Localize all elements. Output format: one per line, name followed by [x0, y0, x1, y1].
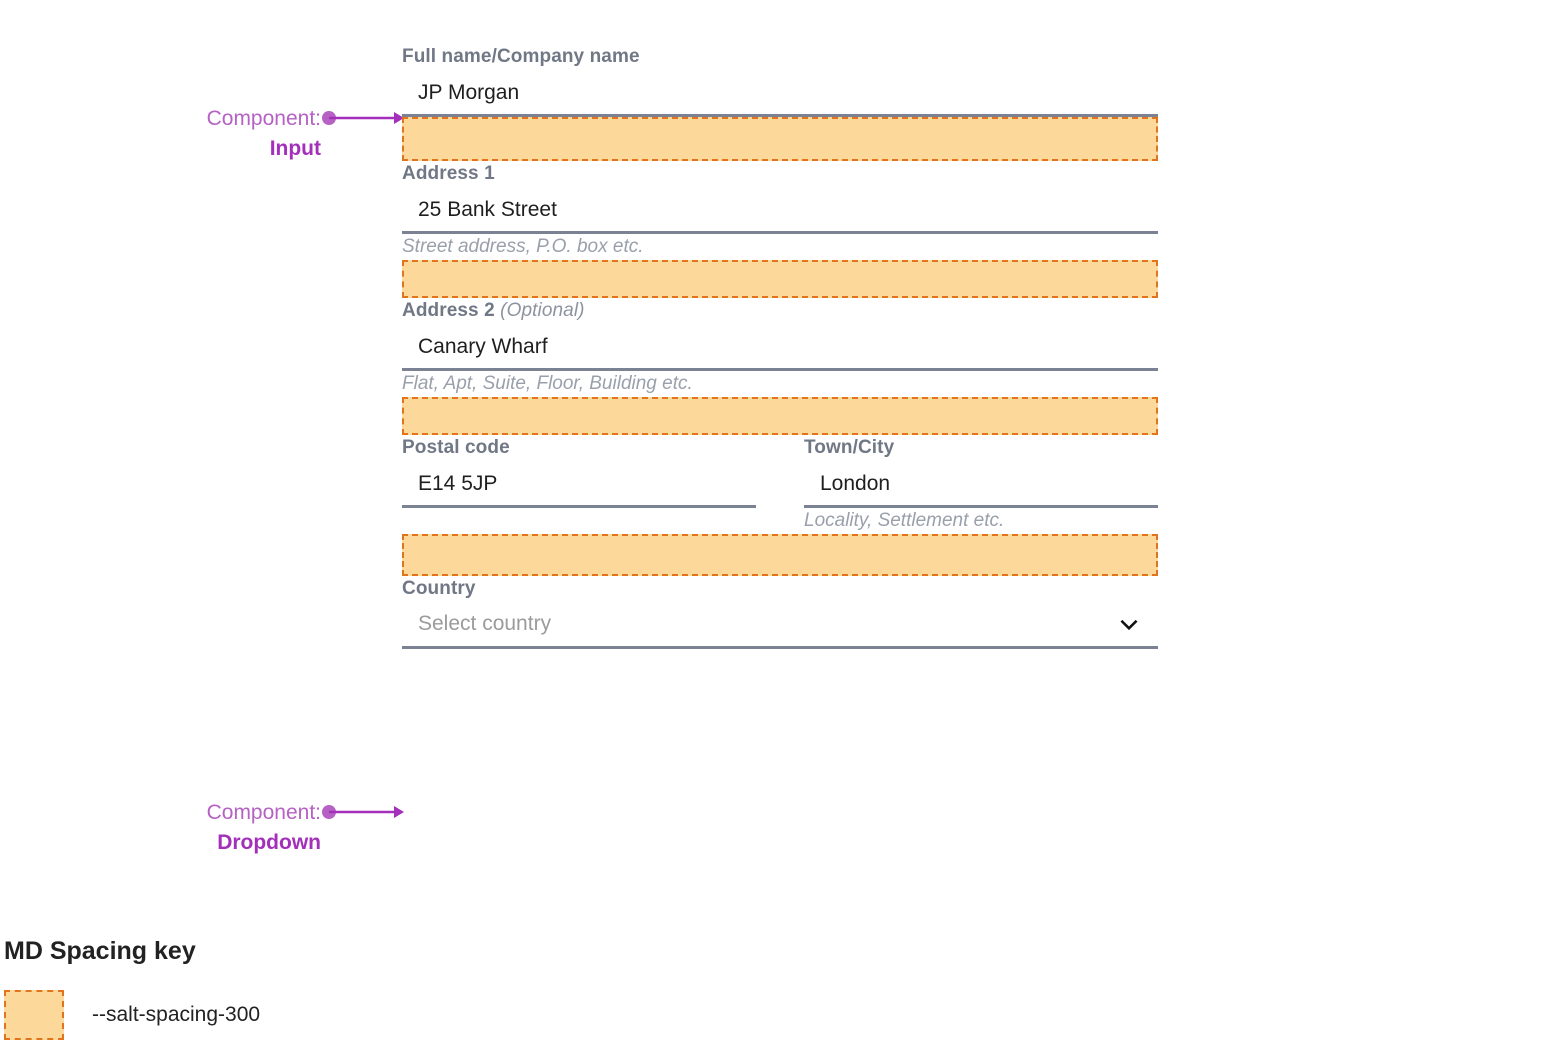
annotation-arrow-input [322, 111, 404, 125]
legend-title: MD Spacing key [4, 937, 196, 965]
town-city-input-value: London [820, 471, 891, 495]
country-dropdown[interactable]: Select country [402, 602, 1158, 649]
annotation-input-kind: Input [269, 137, 321, 160]
annotation-input: Component: Input [176, 104, 321, 164]
annotation-arrow-dropdown [322, 805, 404, 819]
postal-code-input[interactable]: E14 5JP [402, 461, 756, 508]
country-dropdown-placeholder: Select country [418, 612, 552, 635]
address-2-input[interactable]: Canary Wharf [402, 324, 1158, 371]
annotation-input-prefix: Component: [206, 107, 321, 130]
spacing-block-2 [402, 260, 1158, 298]
address-form: Full name/Company name JP Morgan Address… [402, 44, 1158, 649]
postal-code-input-value: E14 5JP [418, 471, 498, 495]
helper-address-2: Flat, Apt, Suite, Floor, Building etc. [402, 373, 693, 394]
label-town-city: Town/City [804, 437, 895, 458]
spacing-block-1 [402, 117, 1158, 161]
spacing-block-3 [402, 397, 1158, 435]
legend-swatch-spacing-300 [4, 990, 64, 1040]
legend-token-label: --salt-spacing-300 [92, 1003, 261, 1026]
town-city-group: Town/City London Locality, Settlement et… [804, 435, 1158, 534]
annotation-dropdown-kind: Dropdown [217, 831, 321, 854]
helper-town-city: Locality, Settlement etc. [804, 510, 1005, 531]
label-address-2-text: Address 2 [402, 300, 495, 321]
town-city-input[interactable]: London [804, 461, 1158, 508]
annotation-dropdown-prefix: Component: [206, 801, 321, 824]
postal-town-row: Postal code E14 5JP Town/City London Loc… [402, 435, 1158, 534]
address-2-input-value: Canary Wharf [418, 334, 548, 358]
label-full-name: Full name/Company name [402, 46, 640, 67]
label-address-1: Address 1 [402, 163, 495, 184]
annotation-dropdown: Component: Dropdown [176, 798, 321, 858]
label-country: Country [402, 578, 476, 599]
label-address-2: Address 2 (Optional) [402, 298, 1158, 324]
postal-code-group: Postal code E14 5JP [402, 435, 756, 534]
full-name-input[interactable]: JP Morgan [402, 70, 1158, 117]
chevron-down-icon [1120, 619, 1138, 631]
full-name-input-value: JP Morgan [418, 80, 520, 104]
address-1-input[interactable]: 25 Bank Street [402, 187, 1158, 234]
helper-address-1: Street address, P.O. box etc. [402, 236, 644, 257]
legend-item: --salt-spacing-300 [0, 990, 260, 1040]
label-address-2-optional: (Optional) [500, 300, 585, 321]
label-postal-code: Postal code [402, 437, 510, 458]
spacing-block-4 [402, 534, 1158, 576]
spacing-key-legend: MD Spacing key --salt-spacing-300 [0, 934, 260, 1040]
address-1-input-value: 25 Bank Street [418, 197, 557, 221]
